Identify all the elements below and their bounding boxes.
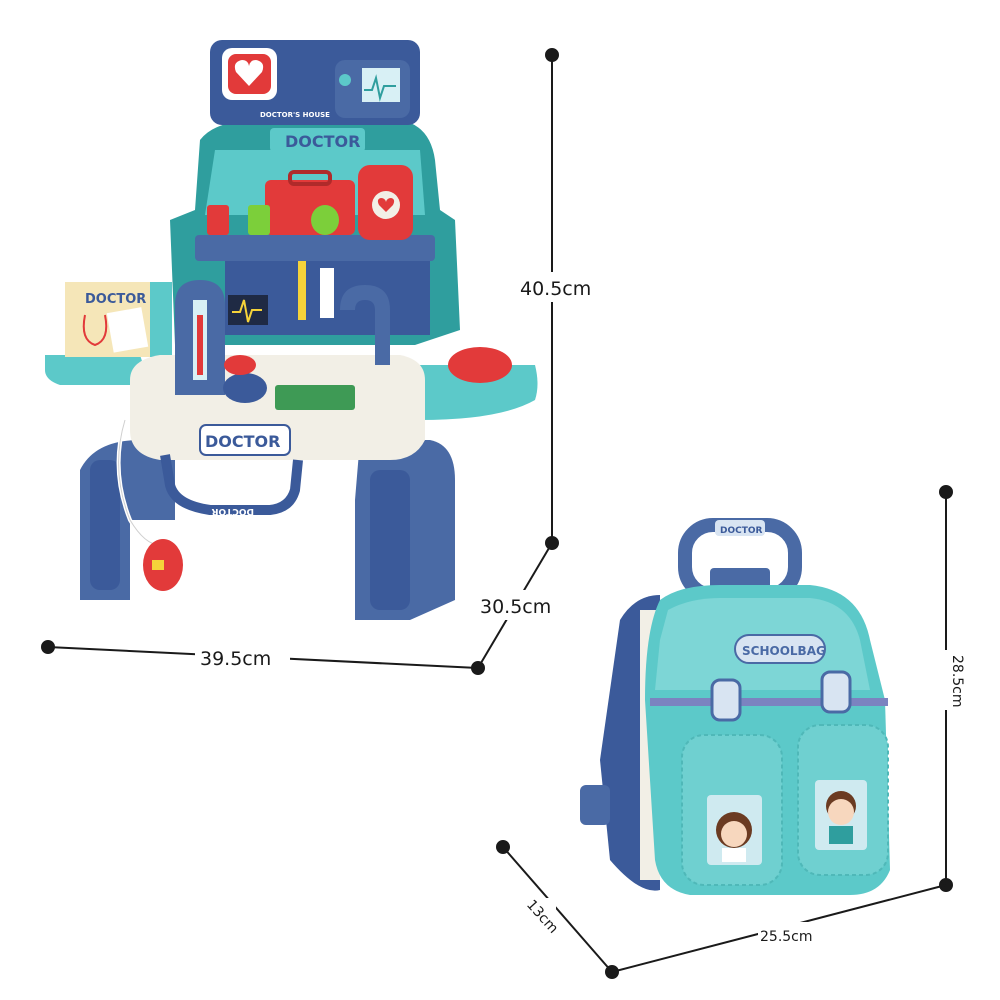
red-thermometer bbox=[448, 347, 512, 383]
upper-shelf bbox=[195, 235, 435, 261]
height-left-label: 40.5cm bbox=[520, 278, 591, 300]
schoolbag-badge bbox=[734, 634, 826, 664]
heart-icon bbox=[234, 60, 264, 86]
bag-handle-label: DOCTOR bbox=[720, 526, 763, 536]
dim-dot bbox=[545, 48, 559, 62]
sink-label: DOCTOR bbox=[205, 432, 280, 451]
medicine-bottle-green bbox=[248, 205, 270, 235]
box-label: DOCTOR bbox=[85, 292, 146, 307]
red-tool bbox=[224, 355, 256, 375]
header-label: DOCTOR'S HOUSE bbox=[260, 111, 330, 119]
school-bag: DOCTOR SCHOOLBAG bbox=[580, 518, 890, 895]
side-clip bbox=[580, 785, 610, 825]
right-side-table bbox=[415, 365, 538, 420]
handle-label: DOCTOR bbox=[211, 506, 254, 516]
width-right-label: 25.5cm bbox=[760, 929, 813, 945]
girl-avatar-icon bbox=[716, 812, 752, 862]
right-buckle bbox=[820, 670, 852, 714]
doctor-sign-label: DOCTOR bbox=[285, 132, 360, 151]
dim-dot bbox=[41, 640, 55, 654]
dim-dot bbox=[496, 840, 510, 854]
faucet bbox=[340, 285, 390, 365]
stethoscope-icon bbox=[82, 314, 108, 347]
left-side-table bbox=[45, 355, 150, 385]
height-right-label: 28.5cm bbox=[949, 655, 965, 708]
boy-avatar-icon bbox=[826, 791, 856, 844]
width-left-label: 39.5cm bbox=[200, 648, 271, 670]
medicine-bottle-red bbox=[207, 205, 229, 235]
green-bulb bbox=[311, 205, 339, 235]
left-buckle bbox=[710, 678, 742, 722]
green-card bbox=[275, 385, 355, 410]
carry-handle bbox=[160, 454, 303, 515]
doctor-bag bbox=[265, 180, 355, 235]
doctor-box: DOCTOR bbox=[65, 282, 172, 357]
schoolbag-label: SCHOOLBAG bbox=[742, 644, 826, 658]
depth-left-label: 30.5cm bbox=[480, 596, 551, 618]
doctor-playset: DOCTOR'S HOUSE DOCTOR DOCTOR DOCTOR bbox=[45, 40, 538, 620]
blue-syringe bbox=[223, 373, 267, 403]
dim-dot bbox=[939, 485, 953, 499]
